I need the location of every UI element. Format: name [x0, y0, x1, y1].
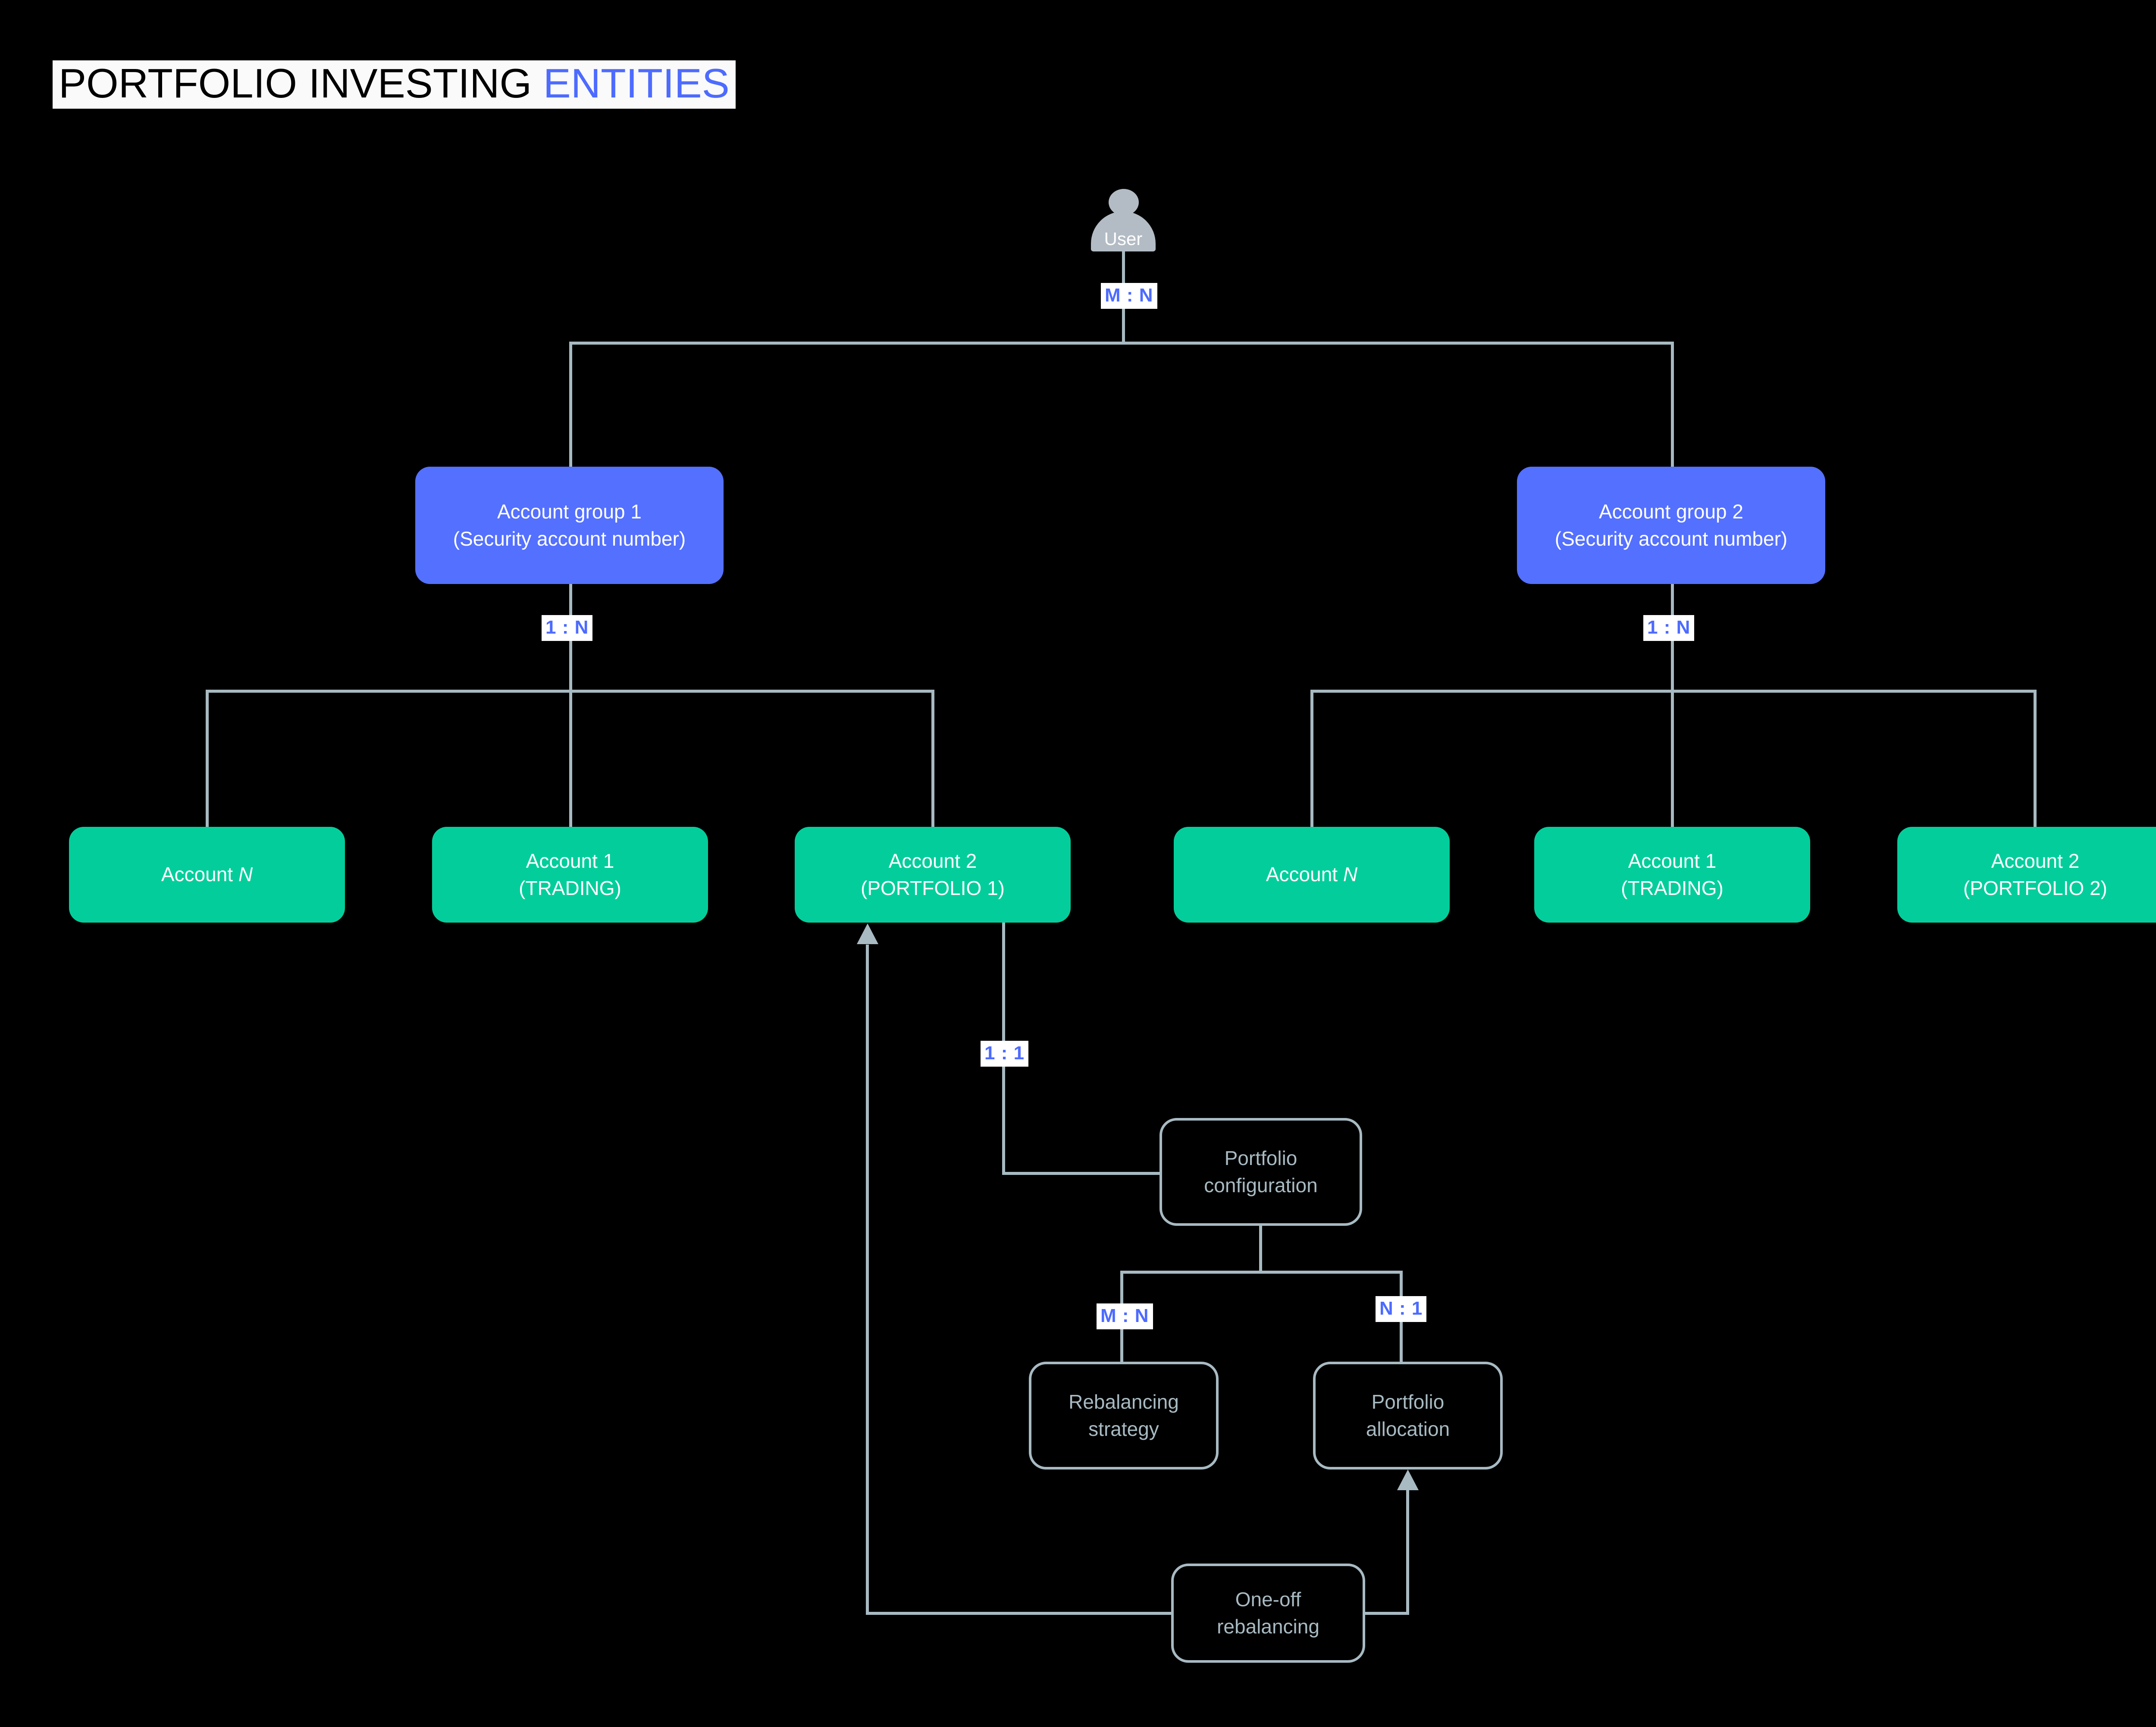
- person-icon-head: [1109, 189, 1139, 216]
- arrowhead-to-account-2-portfolio-1: [857, 923, 878, 944]
- cardinality-user-groups: M : N: [1101, 283, 1157, 309]
- cardinality-group2-accounts: 1 : N: [1643, 615, 1695, 641]
- node-g1-account-n-label: Account N: [161, 863, 253, 886]
- node-portfolio-configuration-label: Portfolio configuration: [1204, 1146, 1318, 1196]
- connector-group2-to-acc2: [2034, 690, 2037, 827]
- connector-group1-to-acc2: [931, 690, 934, 827]
- node-portfolio-allocation[interactable]: Portfolio allocation: [1313, 1362, 1503, 1470]
- cardinality-acc2-config: 1 : 1: [981, 1041, 1029, 1067]
- connector-config-bus: [1120, 1271, 1403, 1274]
- node-portfolio-allocation-label: Portfolio allocation: [1366, 1390, 1450, 1440]
- connector-bus-to-group1: [569, 342, 572, 467]
- node-account-group-2-label: Account group 2(Security account number): [1554, 500, 1788, 550]
- arrowhead-to-portfolio-allocation: [1397, 1470, 1419, 1490]
- cardinality-config-strategy: M : N: [1097, 1303, 1153, 1329]
- node-g1-account-2-label: Account 2(PORTFOLIO 1): [861, 849, 1005, 899]
- node-g1-account-2[interactable]: Account 2(PORTFOLIO 1): [795, 827, 1071, 923]
- user-actor: User: [1091, 189, 1156, 251]
- node-g2-account-1[interactable]: Account 1(TRADING): [1534, 827, 1810, 923]
- node-g1-account-1[interactable]: Account 1(TRADING): [432, 827, 708, 923]
- node-g2-account-n[interactable]: Account N: [1174, 827, 1450, 923]
- node-account-group-1[interactable]: Account group 1(Security account number): [415, 467, 724, 584]
- page-title-main: PORTFOLIO INVESTING: [59, 60, 543, 107]
- node-account-group-1-label: Account group 1(Security account number): [453, 500, 686, 550]
- connector-bus-to-group2: [1671, 342, 1674, 467]
- connector-group2-to-acc1: [1671, 690, 1674, 827]
- node-rebalancing-strategy[interactable]: Rebalancing strategy: [1029, 1362, 1219, 1470]
- cardinality-group1-accounts: 1 : N: [542, 615, 593, 641]
- node-one-off-rebalancing[interactable]: One-off rebalancing: [1171, 1564, 1365, 1663]
- page-title-accent: ENTITIES: [543, 60, 730, 107]
- node-portfolio-configuration[interactable]: Portfolio configuration: [1159, 1118, 1362, 1226]
- node-g2-account-2-label: Account 2(PORTFOLIO 2): [1963, 849, 2107, 899]
- connector-config-stem: [1259, 1226, 1262, 1273]
- node-rebalancing-strategy-label: Rebalancing strategy: [1069, 1390, 1179, 1440]
- connector-group1-to-acc1: [569, 690, 572, 827]
- node-g1-account-n[interactable]: Account N: [69, 827, 345, 923]
- node-g2-account-n-label: Account N: [1266, 863, 1358, 886]
- connector-oneoff-to-allocation-v: [1406, 1490, 1409, 1614]
- node-account-group-2[interactable]: Account group 2(Security account number): [1517, 467, 1825, 584]
- node-g2-account-1-label: Account 1(TRADING): [1621, 849, 1724, 899]
- cardinality-config-allocation: N : 1: [1376, 1296, 1427, 1322]
- node-g1-account-1-label: Account 1(TRADING): [519, 849, 621, 899]
- connector-group2-to-accN: [1310, 690, 1313, 827]
- connector-acc2-to-config: [1002, 1172, 1162, 1175]
- node-g2-account-2[interactable]: Account 2(PORTFOLIO 2): [1897, 827, 2156, 923]
- connector-oneoff-to-acc2-h: [866, 1612, 1173, 1615]
- node-one-off-rebalancing-label: One-off rebalancing: [1217, 1588, 1319, 1638]
- connector-oneoff-to-allocation-h: [1365, 1612, 1409, 1615]
- connector-oneoff-to-acc2-v: [866, 945, 869, 1614]
- connector-group1-to-accN: [206, 690, 209, 827]
- user-actor-label: User: [1104, 229, 1143, 249]
- connector-user-bus: [569, 342, 1674, 345]
- page-title: PORTFOLIO INVESTING ENTITIES: [53, 60, 736, 109]
